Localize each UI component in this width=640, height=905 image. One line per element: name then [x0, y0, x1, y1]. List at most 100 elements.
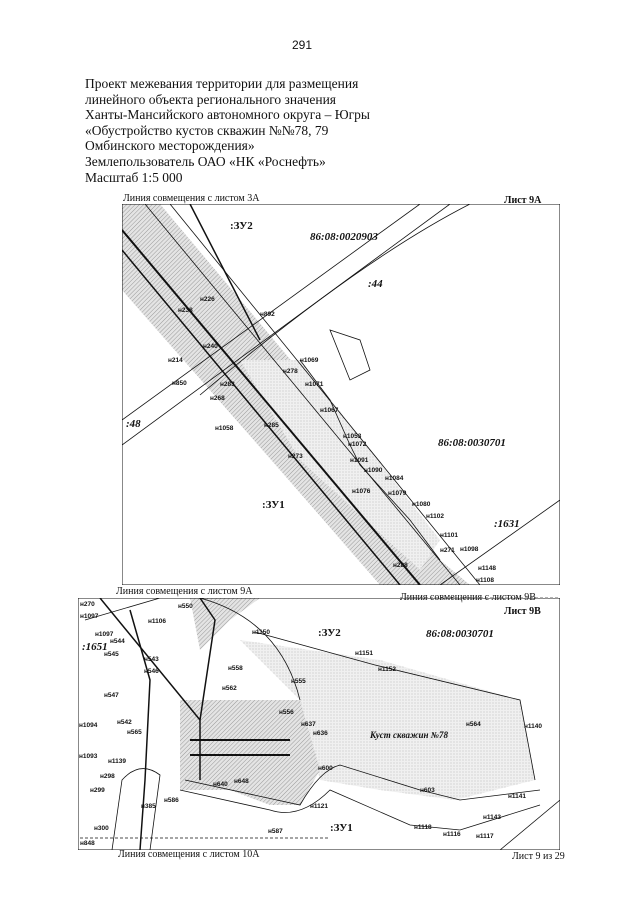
- point-label: н271: [440, 547, 455, 554]
- page-number: 291: [292, 38, 313, 52]
- point-label: н278: [283, 368, 298, 375]
- point-label: н1152: [378, 666, 396, 673]
- point-label: н1084: [385, 475, 404, 482]
- point-label: н1143: [483, 814, 501, 821]
- point-label: н238: [178, 307, 193, 314]
- point-label: н270: [80, 601, 95, 608]
- title-line: Проект межевания территории для размещен…: [85, 76, 359, 91]
- title-line: Ханты-Мансийского автономного округа – Ю…: [85, 107, 370, 123]
- title-line: линейного объекта регионального значения: [85, 91, 337, 107]
- cadastral-number: 86:08:0030701: [426, 628, 494, 640]
- point-label: н544: [110, 638, 125, 645]
- point-label: н1091: [350, 457, 369, 464]
- title-line: Землепользователь ОАО «НК «Роснефть»: [85, 153, 326, 169]
- point-label: н283: [220, 381, 235, 388]
- point-label: н562: [222, 685, 237, 692]
- point-label: н1069: [300, 357, 319, 364]
- point-label: н547: [104, 692, 119, 699]
- point-label: н1116: [443, 831, 461, 838]
- point-label: н1141: [508, 793, 526, 800]
- document-title: Проект межевания территории для размещен…: [85, 76, 370, 185]
- point-label: н1076: [352, 488, 371, 495]
- point-label: н550: [178, 603, 193, 610]
- point-label: н1117: [476, 833, 494, 840]
- point-label: н848: [80, 840, 95, 847]
- point-label: н543: [144, 656, 159, 663]
- point-label: н1058: [215, 425, 234, 432]
- sheet-b-label: Лист 9В: [504, 606, 541, 617]
- map-label: :ЗУ2: [318, 627, 341, 639]
- page-footer: Лист 9 из 29: [512, 851, 565, 862]
- point-label: н640: [213, 781, 228, 788]
- point-label: н555: [291, 678, 306, 685]
- point-label: н1097: [95, 631, 114, 638]
- point-label: н558: [228, 665, 243, 672]
- point-label: н586: [164, 797, 179, 804]
- point-label: н1151: [355, 650, 373, 657]
- point-label: н214: [168, 357, 183, 364]
- point-label: н1150: [252, 629, 270, 636]
- point-label: н1098: [460, 546, 479, 553]
- point-label: н1121: [310, 803, 328, 810]
- point-label: н1118: [414, 824, 432, 831]
- point-label: н636: [313, 730, 328, 737]
- point-label: н299: [90, 787, 105, 794]
- sheet-b-top-link-left: Линия совмещения с листом 9А: [116, 586, 253, 597]
- point-label: н542: [117, 719, 132, 726]
- point-label: н1102: [426, 513, 444, 520]
- point-label: н587: [268, 828, 283, 835]
- cadastral-number: 86:08:0030701: [438, 437, 506, 449]
- sheet-b-map: н270 н1097 н1106 н550 н1097 :1651 н544 н…: [78, 598, 560, 850]
- point-label: н1094: [79, 722, 98, 729]
- map-label: :44: [368, 278, 383, 290]
- sheet-b-bottom-link: Линия совмещения с листом 10А: [118, 849, 260, 860]
- map-label: :1651: [82, 641, 108, 653]
- sheet-a-top-link: Линия совмещения с листом 3А: [123, 193, 260, 204]
- point-label: н1072: [348, 441, 367, 448]
- point-label: н600: [318, 765, 333, 772]
- point-label: н546: [144, 668, 159, 675]
- point-label: н1108: [476, 577, 494, 584]
- point-label: н1148: [478, 565, 496, 572]
- sheet-b-top-link-right: Линия совмещения с листом 9В: [400, 592, 536, 603]
- point-label: н565: [127, 729, 142, 736]
- sheet-a-map: :ЗУ2 86:08:0020903 :44 н226 н238 н892 н2…: [122, 204, 560, 585]
- map-label: :ЗУ2: [230, 220, 253, 232]
- map-label: :48: [126, 418, 141, 430]
- point-label: н1071: [305, 381, 324, 388]
- point-label: н1093: [79, 753, 98, 760]
- point-label: н288: [393, 562, 408, 569]
- cadastral-number: 86:08:0020903: [310, 231, 378, 243]
- point-label: н298: [100, 773, 115, 780]
- point-label: н1101: [440, 532, 458, 539]
- point-label: н545: [104, 651, 119, 658]
- point-label: н300: [94, 825, 109, 832]
- point-label: н1079: [388, 490, 407, 497]
- point-label: н564: [466, 721, 481, 728]
- point-label: н1140: [524, 723, 542, 730]
- title-line: Масштаб 1:5 000: [85, 169, 183, 185]
- point-label: н226: [200, 296, 215, 303]
- well-pad-label: Куст скважин №78: [369, 730, 449, 740]
- point-label: н1139: [108, 758, 126, 765]
- point-label: н1080: [412, 501, 431, 508]
- map-label: :ЗУ1: [330, 822, 353, 834]
- point-label: н556: [279, 709, 294, 716]
- point-label: н1090: [364, 467, 383, 474]
- point-label: н285: [264, 422, 279, 429]
- point-label: н637: [301, 721, 316, 728]
- title-line: Омбинского месторождения»: [85, 138, 255, 154]
- point-label: н268: [210, 395, 225, 402]
- point-label: н273: [288, 453, 303, 460]
- point-label: н1067: [320, 407, 339, 414]
- point-label: н1106: [148, 618, 166, 625]
- point-label: н850: [172, 380, 187, 387]
- title-line: «Обустройство кустов скважин №№78, 79: [85, 122, 329, 138]
- point-label: н603: [420, 787, 435, 794]
- point-label: н892: [260, 311, 275, 318]
- point-label: н385: [141, 803, 156, 810]
- sheet-a-label: Лист 9А: [504, 195, 542, 206]
- point-label: н1053: [343, 433, 362, 440]
- point-label: н240: [203, 343, 218, 350]
